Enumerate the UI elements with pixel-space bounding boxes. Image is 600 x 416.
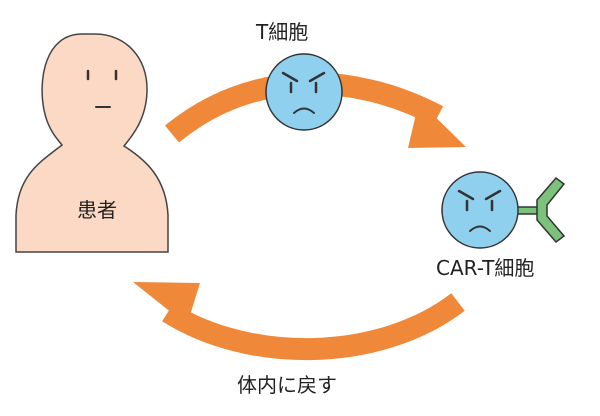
car-t-cell-label: CAR-T細胞 [436,256,535,280]
t-cell-icon [265,53,343,131]
bottom-arrow [162,293,465,361]
patient-label: 患者 [77,198,117,222]
patient-face [86,69,118,108]
receptor-icon [536,176,566,244]
t-cell-label: T細胞 [256,20,309,44]
top-arrow-head [408,101,466,148]
patient-figure [15,33,169,253]
return-to-body-label: 体内に戻す [237,373,337,397]
car-t-cell-icon [441,171,566,249]
bottom-arrow-head [133,282,200,325]
